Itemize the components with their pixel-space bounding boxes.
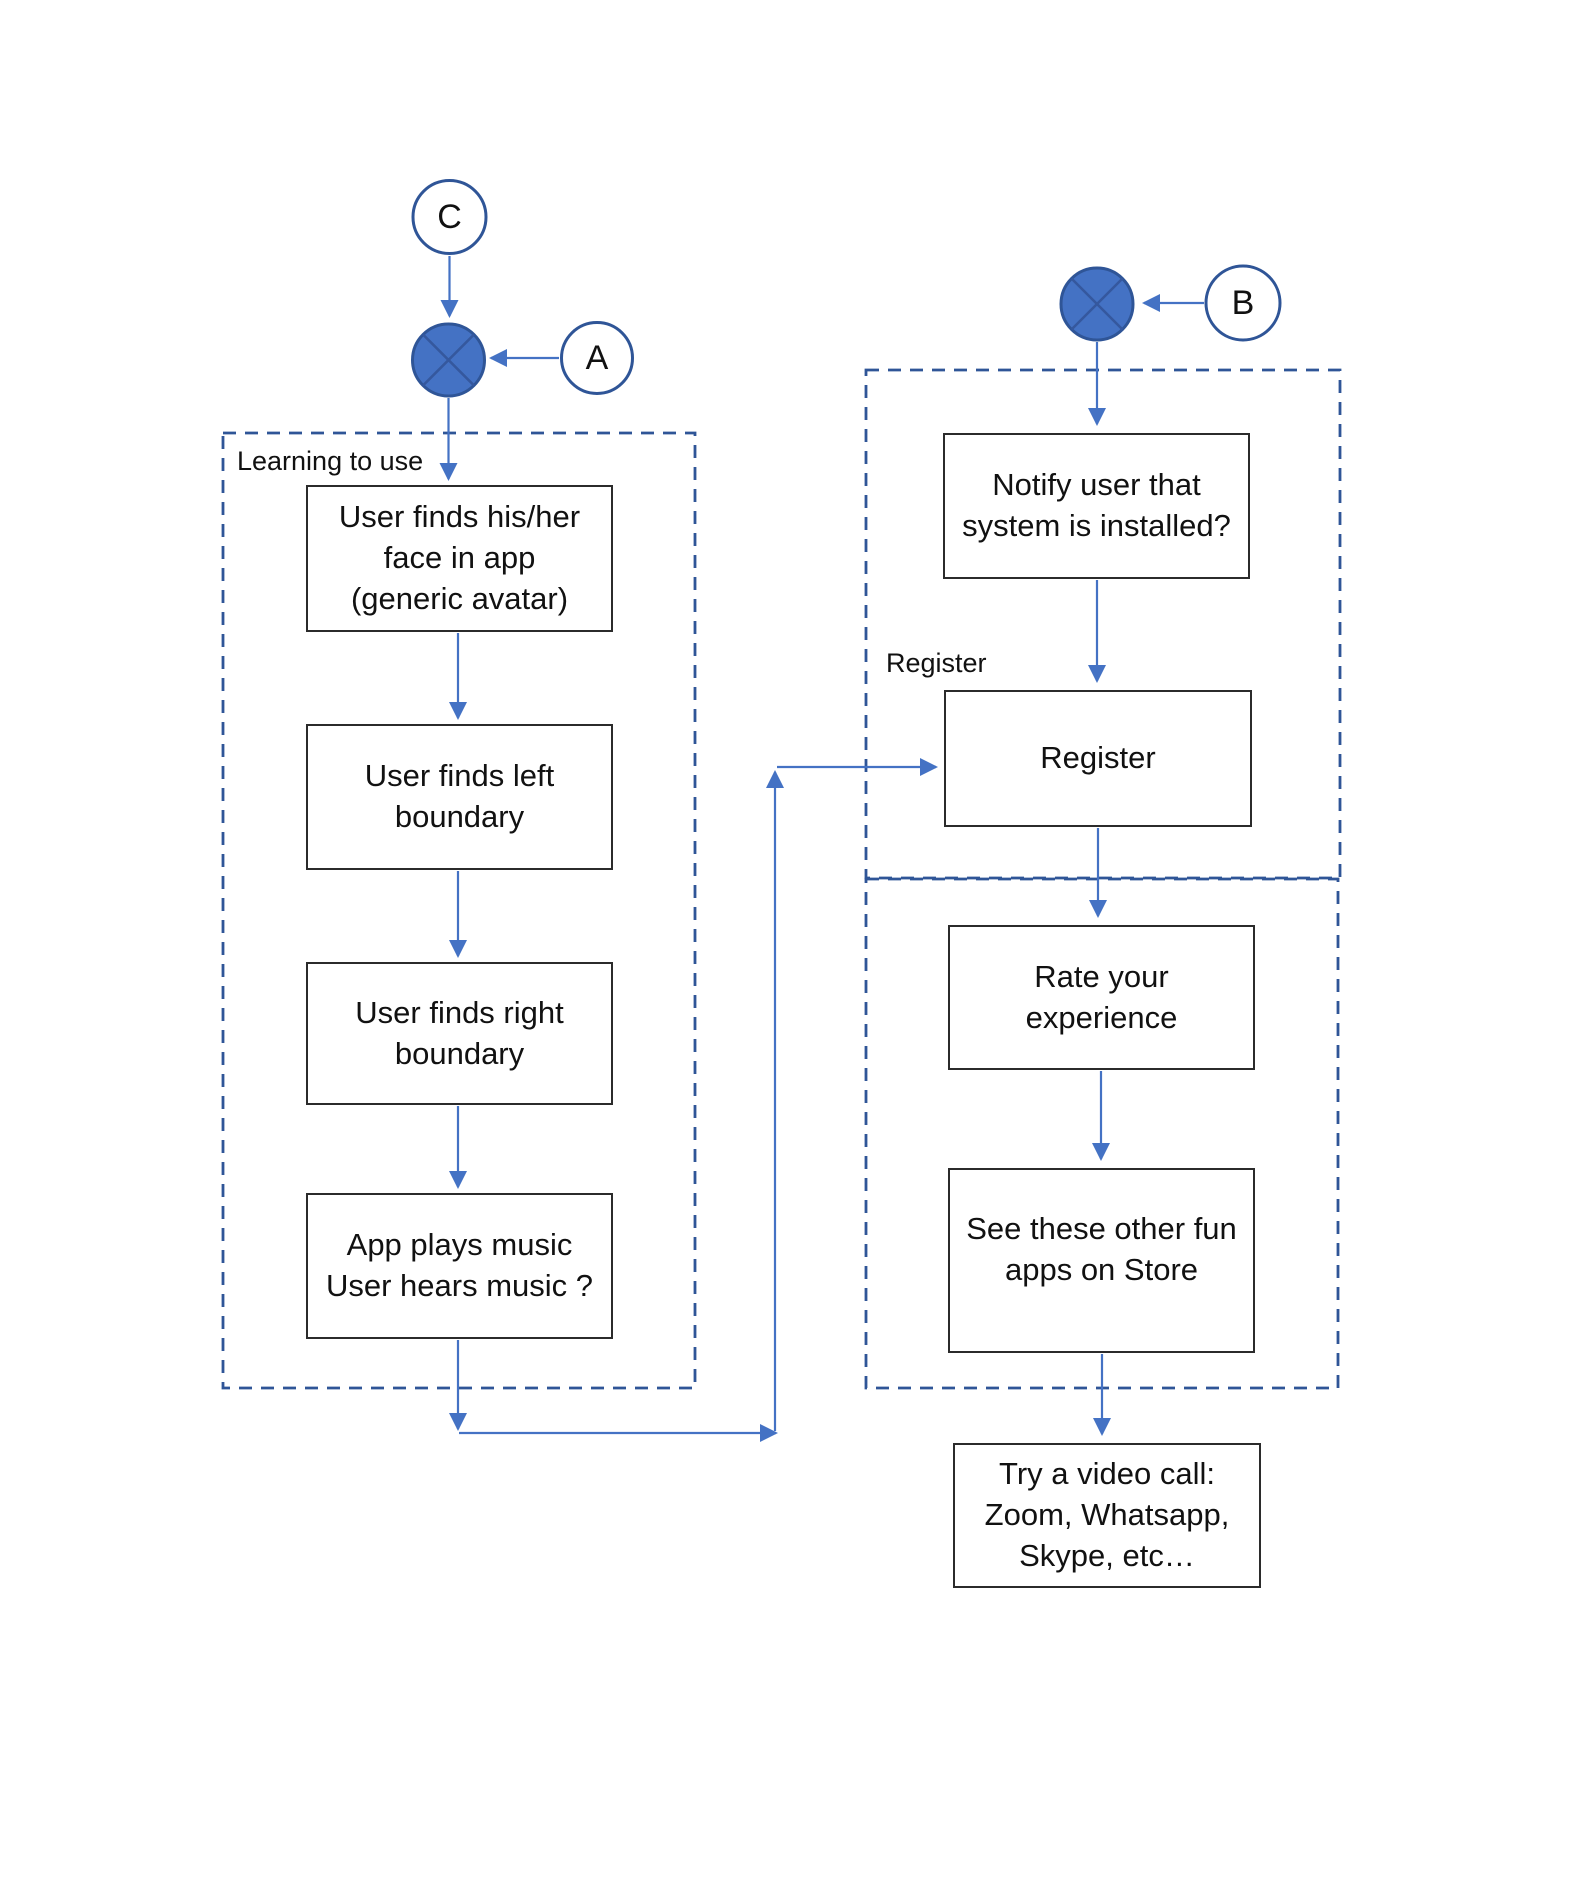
process-box-notify-text: Notify user that system is installed? xyxy=(962,467,1231,543)
learning-group-label: Learning to use xyxy=(237,446,424,476)
register-group-label: Register xyxy=(886,648,987,678)
start-node-a xyxy=(560,321,634,395)
start-node-c xyxy=(411,179,488,255)
process-box-see-apps-text: See these other fun apps on Store xyxy=(966,1210,1237,1287)
process-box-right-boundary-text: User finds right boundary xyxy=(355,994,564,1071)
junction-node-right xyxy=(1059,266,1135,342)
process-box-plays-music: App plays music User hears music ? xyxy=(306,1193,613,1339)
process-box-notify: Notify user that system is installed? xyxy=(943,433,1250,579)
start-node-b xyxy=(1204,264,1282,342)
node-label-a: A xyxy=(585,338,609,377)
process-box-see-apps: See these other fun apps on Store xyxy=(948,1168,1255,1353)
process-box-try-call: Try a video call: Zoom, Whatsapp, Skype,… xyxy=(953,1443,1261,1588)
process-box-plays-music-text: App plays music User hears music ? xyxy=(325,1227,594,1303)
process-box-rate: Rate your experience xyxy=(948,925,1255,1070)
process-box-right-boundary: User finds right boundary xyxy=(306,962,613,1105)
node-label-b: B xyxy=(1231,283,1255,322)
process-box-find-face: User finds his/her face in app (generic … xyxy=(306,485,613,632)
node-label-c: C xyxy=(437,197,462,236)
process-box-find-face-text: User finds his/her face in app (generic … xyxy=(338,499,581,616)
process-box-rate-text: Rate your experience xyxy=(1025,958,1178,1035)
process-box-register-text: Register xyxy=(1040,740,1156,776)
process-box-left-boundary: User finds left boundary xyxy=(306,724,613,870)
process-box-left-boundary-text: User finds left boundary xyxy=(364,758,555,834)
junction-node-left xyxy=(411,322,486,398)
process-box-try-call-text: Try a video call: Zoom, Whatsapp, Skype,… xyxy=(984,1456,1230,1573)
register-group-border xyxy=(864,368,1342,880)
process-box-register: Register xyxy=(944,690,1252,827)
